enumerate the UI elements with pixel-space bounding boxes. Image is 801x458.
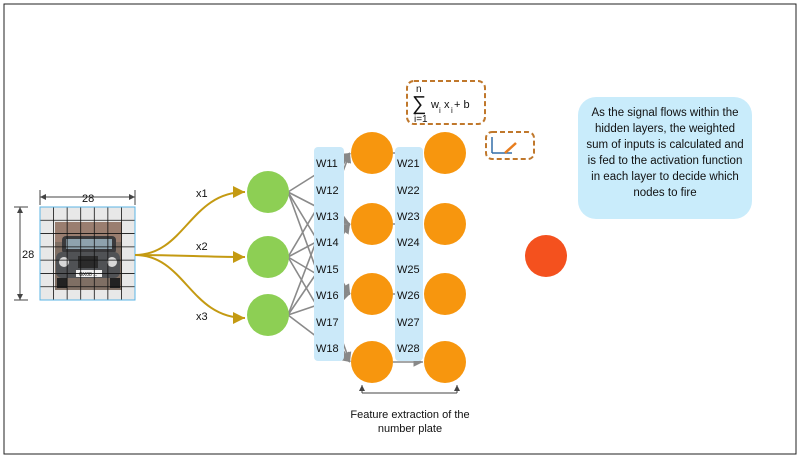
activation-box	[485, 131, 535, 160]
weight-band-2	[395, 147, 423, 361]
weight-label: W15	[316, 264, 339, 276]
input-node	[247, 236, 289, 278]
weight-label: W18	[316, 343, 339, 355]
car-photo: GX08 ...	[40, 207, 135, 300]
relu-icon	[504, 142, 517, 154]
formula-plus-b: + b	[454, 99, 470, 111]
weight-label: W24	[397, 237, 420, 249]
weight-label: W28	[397, 343, 420, 355]
hidden-node	[351, 203, 393, 245]
height-label: 28	[22, 249, 34, 261]
hidden-node	[424, 203, 466, 245]
weight-label: W17	[316, 317, 339, 329]
hidden-node	[351, 132, 393, 174]
arrow-to-x3	[134, 254, 246, 324]
input-arrows	[134, 186, 246, 324]
weight-label: W21	[397, 158, 420, 170]
weight-label: W12	[316, 185, 339, 197]
input-label-x1: x1	[196, 188, 208, 200]
hidden-layer-1	[351, 132, 393, 383]
weighted-sum-formula: n ∑ i=1 w i x i + b	[406, 80, 486, 125]
input-layer	[247, 171, 289, 336]
weights-layer-1: W11 W12 W13 W14 W15 W16 W17 W18	[316, 158, 339, 355]
plate-text: GX08 ...	[79, 272, 97, 278]
input-node	[247, 294, 289, 336]
hidden-node	[424, 132, 466, 174]
hidden-layer-2	[424, 132, 466, 383]
arrow-to-x2	[134, 250, 246, 263]
formula-w-sub: i	[439, 106, 441, 115]
input-image: 28 28 GX08 ...	[14, 190, 136, 301]
input-label-x3: x3	[196, 311, 208, 323]
weight-label: W16	[316, 290, 339, 302]
outer-frame	[3, 3, 797, 455]
feature-extraction-caption: Feature extraction of the number plate	[350, 409, 470, 435]
weight-label: W13	[316, 211, 339, 223]
weight-label: W11	[316, 158, 338, 170]
formula-x-sub: i	[451, 106, 453, 115]
explanation-callout: As the signal flows within the hidden la…	[578, 97, 752, 219]
weight-label: W27	[397, 317, 420, 329]
width-label: 28	[82, 193, 94, 205]
formula-x: x	[444, 99, 450, 111]
hidden-node	[424, 273, 466, 315]
weight-label: W25	[397, 264, 420, 276]
sigma-symbol: ∑	[412, 93, 426, 115]
formula-box	[406, 80, 486, 125]
hidden-node	[351, 273, 393, 315]
formula-w: w	[430, 99, 439, 111]
hidden-node	[351, 341, 393, 383]
pixel-grid	[40, 207, 135, 300]
weight-label: W22	[397, 185, 420, 197]
weight-label: W14	[316, 237, 339, 249]
input-label-x2: x2	[196, 241, 208, 253]
formula-upper-limit: n	[416, 84, 422, 95]
activation-function	[485, 131, 535, 160]
output-node	[525, 235, 567, 277]
weight-band-1	[314, 147, 344, 361]
feature-extraction-bracket	[359, 385, 460, 394]
weight-label: W23	[397, 211, 420, 223]
input-node	[247, 171, 289, 213]
hidden-node	[424, 341, 466, 383]
weights-layer-2: W21 W22 W23 W24 W25 W26 W27 W28	[397, 158, 420, 355]
weight-label: W26	[397, 290, 420, 302]
arrow-to-x1	[134, 186, 246, 256]
formula-lower-limit: i=1	[414, 114, 428, 125]
